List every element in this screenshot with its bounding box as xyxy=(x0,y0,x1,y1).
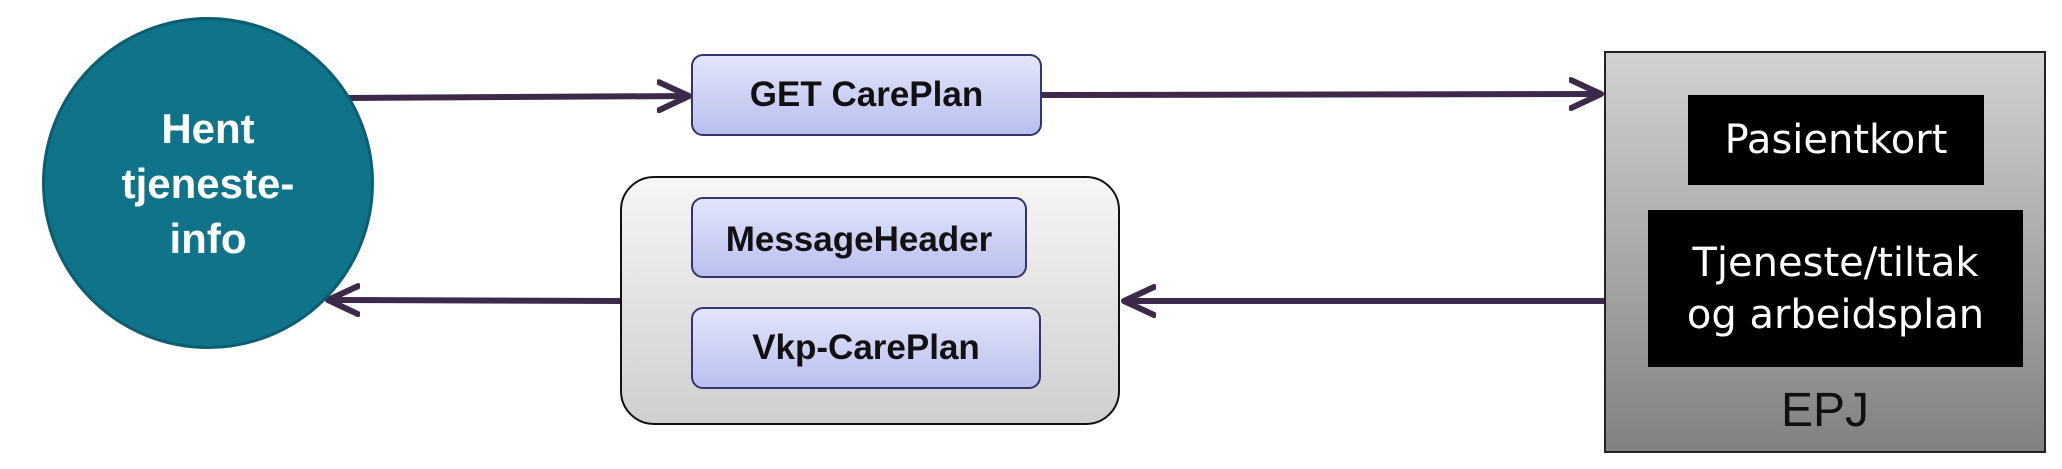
service-info-circle: Hent tjeneste- info xyxy=(42,17,374,349)
vkp-careplan-box: Vkp-CarePlan xyxy=(691,307,1041,389)
patient-card-box: Pasientkort xyxy=(1688,95,1984,185)
arrow-get-to-epj xyxy=(1041,94,1601,95)
patient-card-label: Pasientkort xyxy=(1724,117,1948,163)
service-info-label: Hent tjeneste- info xyxy=(121,104,295,262)
epj-label: EPJ xyxy=(1780,384,1870,437)
get-careplan-label: GET CarePlan xyxy=(749,75,984,114)
get-careplan-box: GET CarePlan xyxy=(691,54,1042,136)
message-header-text-wrap: MessageHeader xyxy=(691,197,1027,317)
arrow-circle-to-get xyxy=(347,96,689,98)
service-plan-label: Tjeneste/tiltak og arbeidsplan xyxy=(1686,239,1985,338)
vkp-careplan-label: Vkp-CarePlan xyxy=(752,328,980,367)
arrow-messages-to-circle xyxy=(328,300,621,301)
service-plan-box: Tjeneste/tiltak og arbeidsplan xyxy=(1648,210,2023,367)
message-header-label: MessageHeader xyxy=(725,220,993,259)
message-header-box xyxy=(691,197,1027,278)
